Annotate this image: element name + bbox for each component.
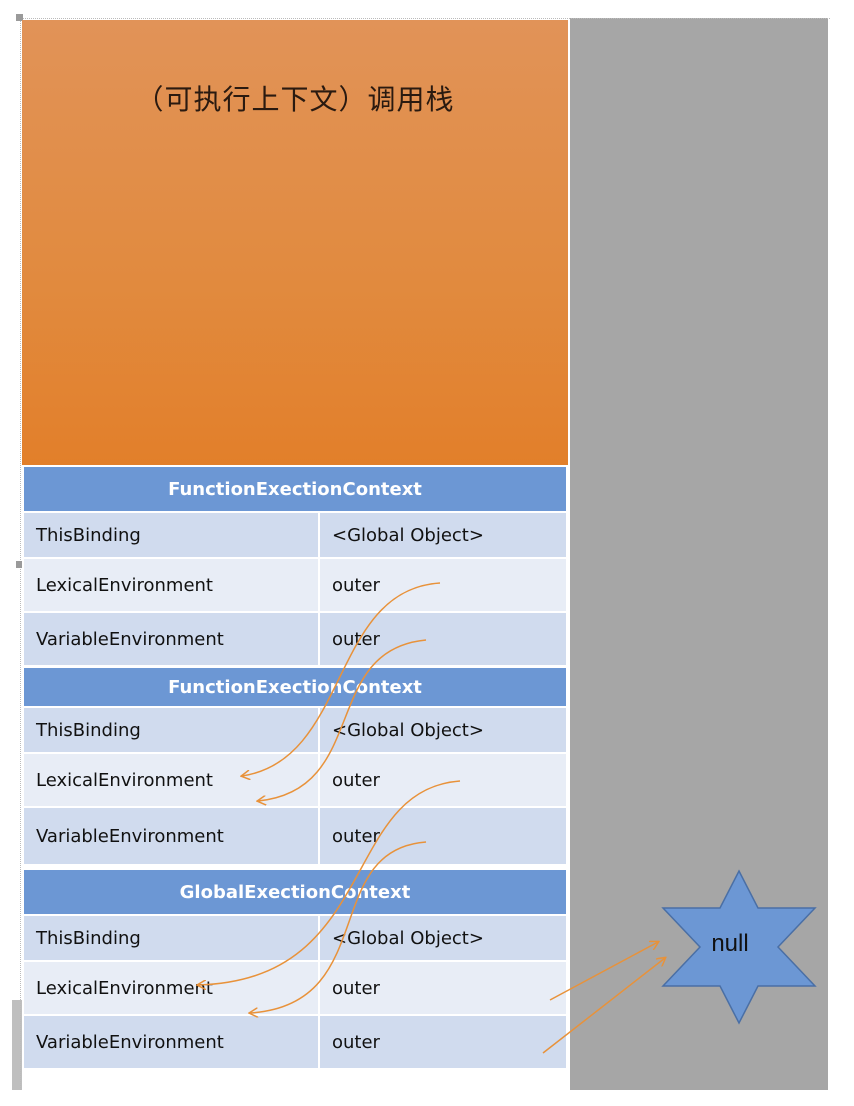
table-row: ThisBinding <Global Object> <box>22 706 568 754</box>
row-label: ThisBinding <box>22 706 320 754</box>
row-value: outer <box>318 752 568 808</box>
table-row: ThisBinding <Global Object> <box>22 511 568 559</box>
row-label: VariableEnvironment <box>22 806 320 866</box>
table-row: LexicalEnvironment outer <box>22 557 568 613</box>
row-label: LexicalEnvironment <box>22 960 320 1016</box>
call-stack-title: （可执行上下文）调用栈 <box>135 83 455 116</box>
row-value: outer <box>318 960 568 1016</box>
context-header: GlobalExectionContext <box>22 868 568 916</box>
table-row: VariableEnvironment outer <box>22 611 568 667</box>
null-label: null <box>711 930 749 957</box>
row-label: LexicalEnvironment <box>22 557 320 613</box>
table-row: VariableEnvironment outer <box>22 1014 568 1070</box>
row-value: <Global Object> <box>318 914 568 962</box>
table-row: VariableEnvironment outer <box>22 806 568 866</box>
row-label: LexicalEnvironment <box>22 752 320 808</box>
function-context-table: FunctionExectionContext ThisBinding <Glo… <box>22 666 568 866</box>
call-stack-box: （可执行上下文）调用栈 <box>22 20 568 466</box>
global-context-table: GlobalExectionContext ThisBinding <Globa… <box>22 868 568 1070</box>
resize-handle[interactable] <box>16 14 23 21</box>
table-row: ThisBinding <Global Object> <box>22 914 568 962</box>
table-row: LexicalEnvironment outer <box>22 752 568 808</box>
null-star-shape <box>661 869 817 1025</box>
row-value: <Global Object> <box>318 511 568 559</box>
selection-border-left <box>20 18 21 1090</box>
function-context-table: FunctionExectionContext ThisBinding <Glo… <box>22 465 568 667</box>
row-label: VariableEnvironment <box>22 611 320 667</box>
row-label: ThisBinding <box>22 511 320 559</box>
row-value: outer <box>318 1014 568 1070</box>
context-header: FunctionExectionContext <box>22 666 568 708</box>
resize-handle[interactable] <box>16 561 23 568</box>
row-value: <Global Object> <box>318 706 568 754</box>
star-polygon <box>661 869 817 1025</box>
table-row: LexicalEnvironment outer <box>22 960 568 1016</box>
row-value: outer <box>318 806 568 866</box>
context-header: FunctionExectionContext <box>22 465 568 513</box>
scroll-strip <box>12 1000 22 1090</box>
row-label: ThisBinding <box>22 914 320 962</box>
row-label: VariableEnvironment <box>22 1014 320 1070</box>
row-value: outer <box>318 557 568 613</box>
row-value: outer <box>318 611 568 667</box>
selection-border-top <box>20 18 830 19</box>
